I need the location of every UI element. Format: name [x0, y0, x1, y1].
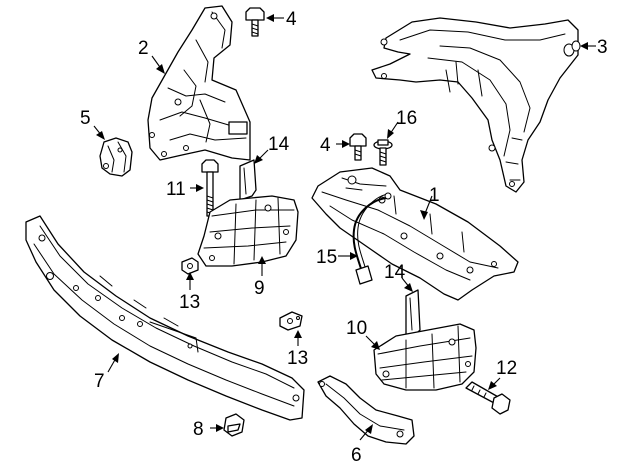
callout-4-top: 4	[286, 9, 297, 30]
part-10-bumper-bracket-right	[373, 323, 477, 391]
callout-11: 11	[166, 179, 186, 200]
part-14-clip-lower	[405, 289, 421, 337]
part-11-long-bolt	[201, 159, 219, 217]
callout-6: 6	[351, 445, 362, 466]
part-7-bumper-beam	[25, 215, 305, 421]
callout-14-lower: 14	[384, 262, 406, 283]
part-13-clip-nut-right	[279, 311, 303, 331]
callout-1: 1	[429, 185, 440, 206]
callout-9: 9	[254, 278, 265, 299]
part-16-flange-bolt	[373, 139, 393, 166]
part-13-clip-nut-left	[181, 257, 199, 275]
callout-5: 5	[80, 108, 91, 129]
part-6-lower-stay	[317, 375, 415, 445]
part-4-bolt-top	[245, 7, 265, 37]
callout-12: 12	[496, 358, 517, 379]
part-8-bolt	[223, 413, 245, 437]
part-15-cable	[352, 192, 392, 285]
callout-14-upper: 14	[268, 134, 290, 155]
part-9-bumper-bracket-left	[197, 195, 299, 267]
part-12-bolt	[465, 381, 511, 415]
part-2-headlamp-bracket	[147, 5, 251, 161]
callout-labels: 1 2 3 4 4 5 6 7 8 9 10 11 12 13 13 14 14…	[80, 9, 608, 466]
callout-4-mid: 4	[320, 135, 331, 156]
part-1-lower-crossmember	[311, 167, 519, 301]
leader-lines	[93, 14, 596, 441]
callout-8: 8	[193, 419, 204, 440]
part-4-bolt-mid	[349, 133, 367, 161]
callout-7: 7	[94, 371, 105, 392]
part-5-small-bracket	[99, 137, 133, 177]
part-14-clip-upper	[239, 159, 257, 201]
callout-10: 10	[346, 318, 367, 339]
callout-2: 2	[138, 38, 149, 59]
part-3-radiator-support	[371, 17, 581, 193]
callout-15: 15	[316, 247, 337, 268]
callout-13-left: 13	[179, 292, 200, 313]
callout-3: 3	[597, 37, 608, 58]
callout-16: 16	[396, 108, 417, 129]
callout-13-right: 13	[287, 348, 308, 369]
